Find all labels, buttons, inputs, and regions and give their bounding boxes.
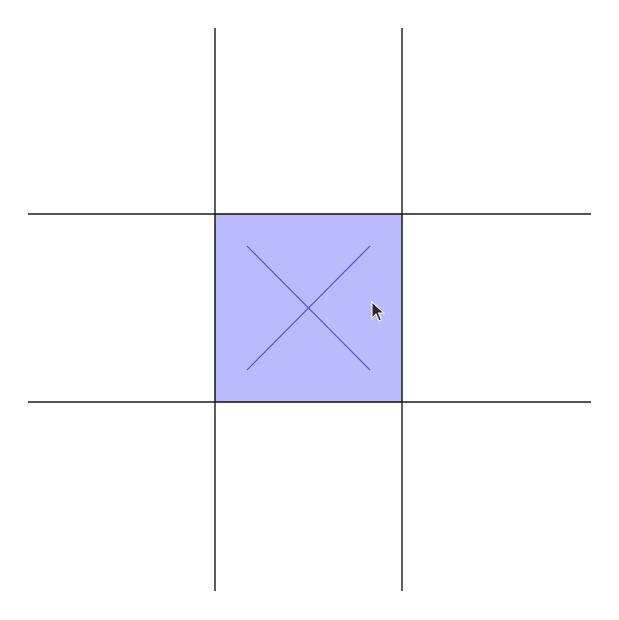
board-cell-r1c2[interactable] <box>402 214 591 402</box>
board-cell-r0c2[interactable] <box>402 28 591 214</box>
board-cell-r2c0[interactable] <box>28 402 215 591</box>
board-cell-r2c1[interactable] <box>215 402 402 591</box>
board-cell-r1c0[interactable] <box>28 214 215 402</box>
board-cell-r1c1[interactable] <box>215 214 402 402</box>
x-mark-stroke <box>246 245 371 371</box>
board-cell-r0c0[interactable] <box>28 28 215 214</box>
board-cell-r0c1[interactable] <box>215 28 402 214</box>
board-cell-r2c2[interactable] <box>402 402 591 591</box>
x-mark-r1c1 <box>246 245 371 371</box>
